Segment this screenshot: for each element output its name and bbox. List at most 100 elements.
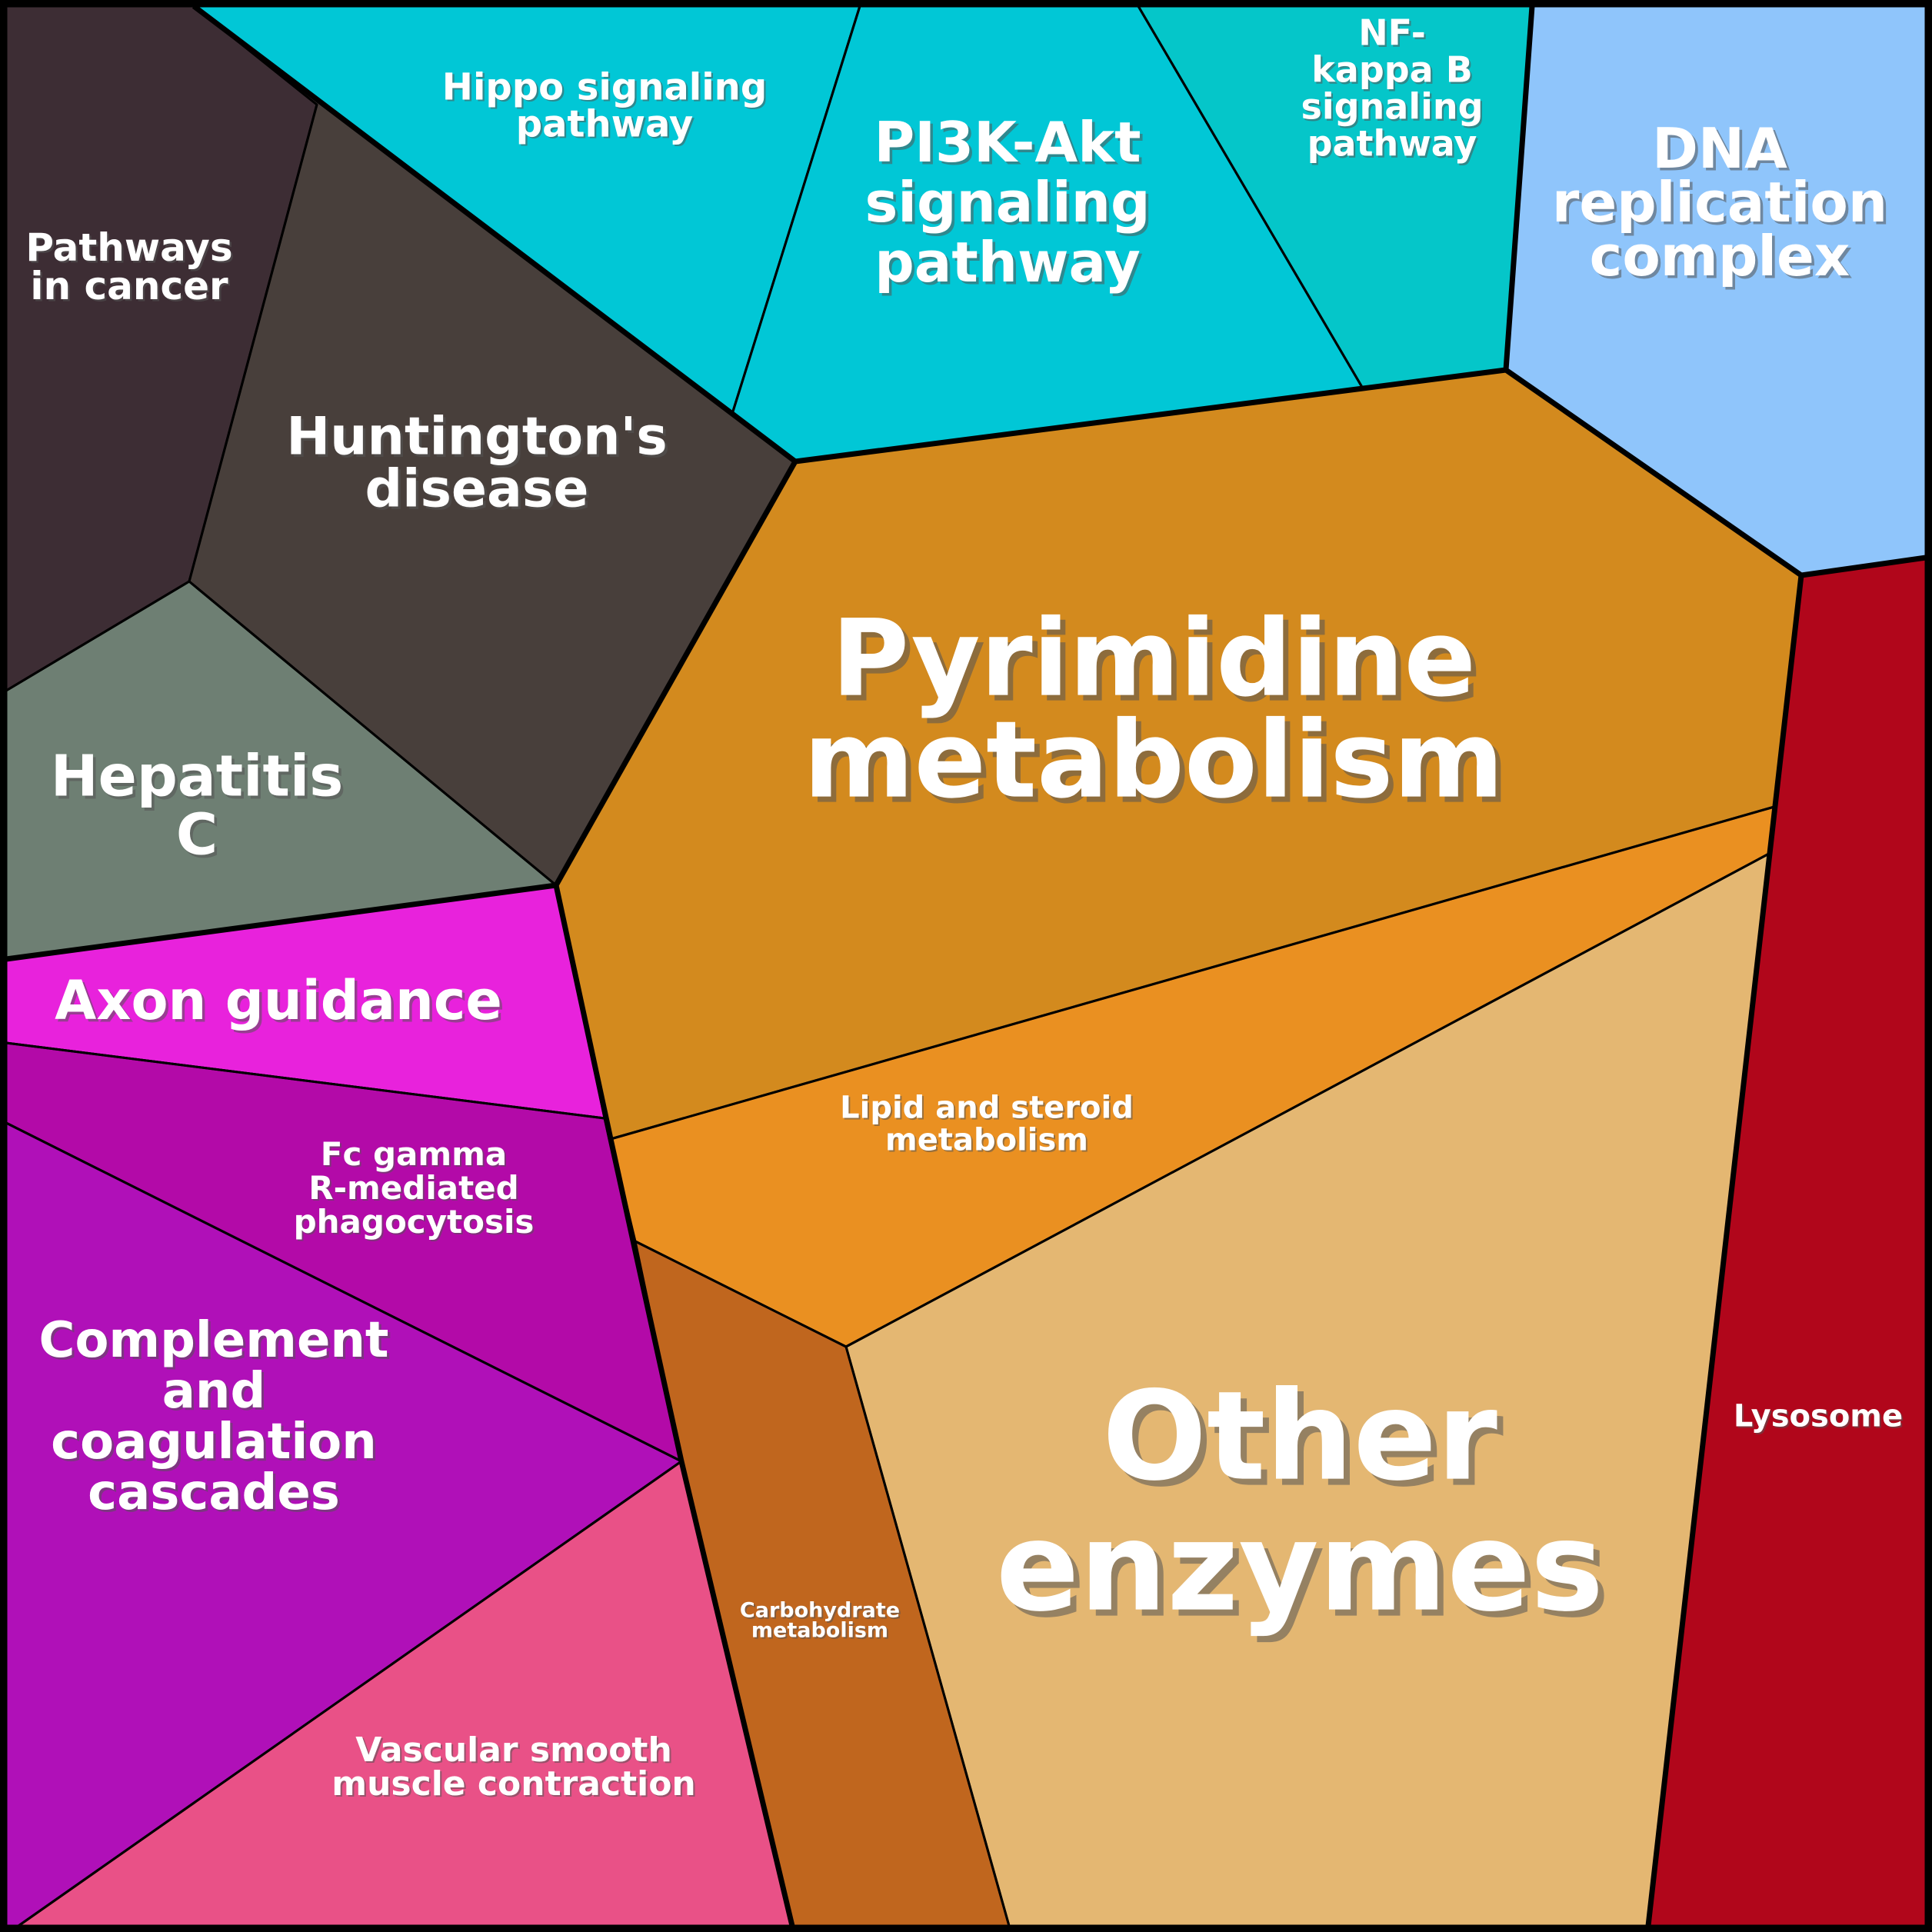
label-shadow: Lysosome — [1735, 1400, 1904, 1435]
label-line: C — [176, 802, 218, 868]
label-line: Carbohydrate — [740, 1599, 900, 1623]
label-pi3k-akt-signaling-pathway: PI3K-AktPI3K-Aktsignalingsignalingpathwa… — [864, 110, 1153, 298]
group-border — [794, 367, 1507, 465]
label-shadow: Axon guidance — [58, 972, 505, 1035]
label-shadow: Carbohydrate — [741, 1601, 901, 1624]
group-border — [192, 4, 798, 464]
label-shadow: Pyrimidine — [837, 602, 1481, 726]
inner-border — [188, 104, 318, 582]
label-line: and — [162, 1363, 266, 1420]
label-line: Lysosome — [1734, 1398, 1903, 1434]
label-line: Hippo signaling — [442, 65, 767, 108]
label-shadow: replication — [1554, 173, 1890, 238]
label-shadow: metabolism — [753, 1621, 890, 1644]
label-dna-replication-complex: DNADNAreplicationreplicationcomplexcompl… — [1552, 116, 1890, 291]
label-shadow: in cancer — [32, 266, 231, 311]
inner-border — [188, 580, 557, 887]
inner-border — [18, 1460, 682, 1927]
label-line: phagocytosis — [294, 1203, 535, 1241]
label-shadow: Vascular smooth — [357, 1732, 674, 1771]
label-line: Hepatitis — [51, 744, 344, 810]
label-line: disease — [365, 458, 588, 519]
group-border — [1503, 5, 1803, 578]
group-border — [5, 882, 557, 962]
label-shadow: complex — [1592, 227, 1853, 291]
label-line: enzymes — [996, 1495, 1604, 1639]
label-shadow: pathway — [1309, 125, 1479, 166]
label-shadow: Hepatitis — [53, 746, 346, 812]
label-line: kappa B — [1311, 49, 1473, 91]
label-line: metabolism — [885, 1122, 1088, 1158]
inner-border — [5, 580, 190, 692]
group-border — [1645, 575, 1804, 1927]
label-line: replication — [1552, 170, 1887, 235]
label-line: pathway — [874, 230, 1141, 295]
label-line: Complement — [38, 1312, 388, 1369]
label-shadow: C — [179, 804, 221, 871]
group-border — [1800, 555, 1927, 578]
label-shadow: disease — [368, 461, 591, 522]
group-borders — [5, 4, 1927, 1927]
label-shadow: R-mediated — [310, 1171, 520, 1208]
label-shadow: Hippo signaling — [444, 68, 768, 111]
inner-border — [1137, 5, 1364, 389]
label-line: Pyrimidine — [831, 597, 1476, 721]
inner-border — [844, 1346, 1011, 1927]
label-line: Fc gamma — [321, 1135, 507, 1173]
label-line: in cancer — [30, 264, 228, 308]
label-carbohydrate-metabolism: CarbohydrateCarbohydratemetabolismmetabo… — [740, 1599, 901, 1644]
inner-borders — [5, 5, 1775, 1927]
label-line: R-mediated — [308, 1169, 518, 1207]
label-shadow: metabolism — [887, 1124, 1090, 1159]
label-shadow: Huntington's — [289, 409, 671, 470]
group-border — [553, 884, 795, 1927]
label-line: PI3K-Akt — [874, 110, 1141, 175]
label-shadow: Fc gamma — [322, 1137, 508, 1174]
cells-layer — [5, 5, 1927, 1927]
label-line: cascades — [88, 1464, 340, 1521]
label-shadow: pathway — [878, 233, 1144, 298]
label-line: signaling — [864, 170, 1150, 235]
label-line: metabolism — [751, 1619, 888, 1643]
inner-border — [5, 1121, 682, 1463]
label-shadow: DNA — [1655, 119, 1790, 184]
label-shadow: signaling — [868, 173, 1153, 238]
label-shadow: pathway — [518, 105, 695, 148]
label-shadow: kappa B — [1313, 51, 1474, 92]
label-shadow: metabolism — [809, 704, 1510, 828]
label-shadow: enzymes — [1002, 1501, 1610, 1645]
label-line: Axon guidance — [55, 969, 502, 1032]
label-line: metabolism — [804, 698, 1504, 822]
label-shadow: signaling — [1303, 88, 1485, 129]
label-shadow: Pathways — [28, 228, 235, 272]
label-shadow: Other — [1108, 1371, 1504, 1514]
label-line: pathway — [516, 102, 693, 145]
label-line: Pathways — [25, 225, 232, 270]
group-border — [553, 460, 798, 887]
label-shadow: muscle contraction — [333, 1766, 698, 1805]
inner-border — [610, 805, 1775, 1141]
inner-border — [731, 5, 861, 415]
label-shadow: and — [165, 1365, 268, 1422]
label-line: muscle contraction — [331, 1764, 696, 1804]
label-line: NF- — [1358, 12, 1426, 54]
label-shadow: PI3K-Akt — [877, 113, 1144, 178]
label-line: complex — [1590, 224, 1850, 288]
inner-border — [5, 1041, 605, 1120]
label-shadow: cascades — [90, 1467, 342, 1524]
label-line: DNA — [1652, 116, 1787, 181]
